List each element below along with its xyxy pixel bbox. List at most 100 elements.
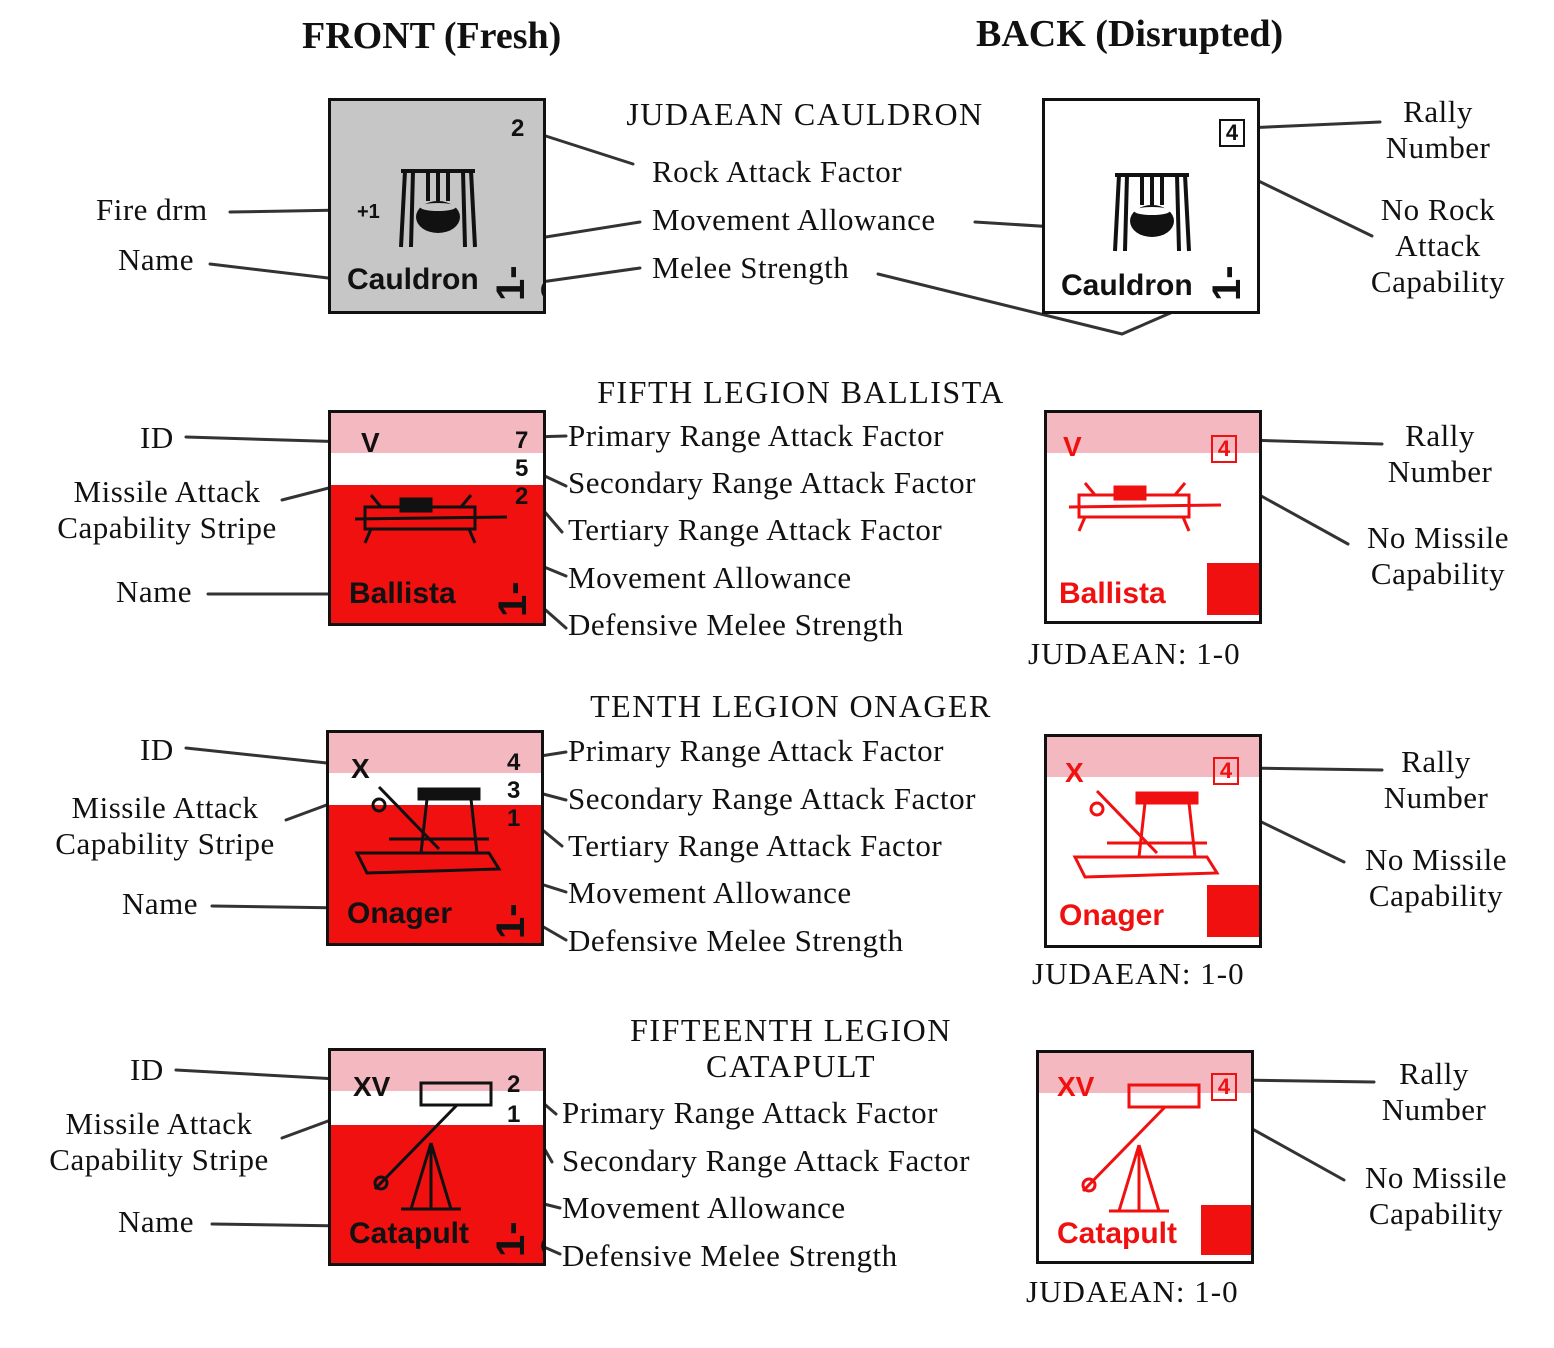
- movement-label: Movement Allowance: [562, 1190, 846, 1225]
- unit-id: XV: [353, 1071, 391, 1102]
- primary-range: 2: [507, 1071, 521, 1098]
- front-header: FRONT (Fresh): [302, 15, 562, 57]
- ballista-front-counter: V 7 5 2 Ballista 1-0: [328, 410, 546, 626]
- label-line: Capability: [1370, 556, 1506, 591]
- cauldron-icon: [1113, 173, 1191, 252]
- unit-id: X: [1065, 757, 1084, 788]
- unit-id: V: [361, 427, 380, 458]
- defensive-melee-label: Defensive Melee Strength: [562, 1238, 898, 1273]
- unit-id: X: [351, 753, 370, 784]
- rock-attack-label: Rock Attack Factor: [652, 154, 903, 189]
- missile-stripe: [331, 413, 543, 453]
- counter-name: Catapult: [349, 1217, 469, 1250]
- counter-factors: 1-0: [491, 581, 543, 617]
- no-rock-label: No Rock Attack Capability: [1358, 192, 1518, 300]
- secondary-range: 3: [507, 777, 521, 804]
- label-line: Rally: [1399, 1056, 1469, 1091]
- title-line: FIFTEENTH LEGION: [630, 1012, 952, 1048]
- stripe-label: Missile Attack Capability Stripe: [40, 474, 294, 546]
- counter-name: Cauldron: [1061, 269, 1193, 302]
- catapult-back-counter: XV 4 Catapult 1-6: [1036, 1050, 1254, 1264]
- rally-number-box: 4: [1211, 1073, 1237, 1101]
- catapult-icon: [373, 1081, 493, 1211]
- judaean-value: JUDAEAN: 1-0: [1032, 956, 1245, 991]
- counter-name: Onager: [347, 897, 453, 930]
- id-label: ID: [130, 1052, 164, 1087]
- onager-back-counter: X 4 Onager 1-5: [1044, 734, 1262, 948]
- missile-stripe: [329, 733, 541, 773]
- ballista-back-counter: V 4 Ballista 1-4: [1044, 410, 1262, 624]
- catapult-front-counter: XV 2 1 Catapult 1-0: [328, 1048, 546, 1266]
- label-line: Capability: [1370, 264, 1506, 299]
- label-line: Number: [1385, 130, 1491, 165]
- no-missile-label: No Missile Capability: [1352, 842, 1520, 914]
- label-line: Capability Stripe: [57, 510, 277, 545]
- label-line: Missile Attack: [65, 1106, 253, 1141]
- label-line: Capability Stripe: [49, 1142, 269, 1177]
- cauldron-title: JUDAEAN CAULDRON: [626, 96, 984, 132]
- defensive-melee-label: Defensive Melee Strength: [568, 923, 904, 958]
- onager-icon: [354, 785, 502, 875]
- label-line: Rally: [1405, 418, 1475, 453]
- counter-factors: 1-0: [489, 1221, 543, 1257]
- label-line: Number: [1383, 780, 1489, 815]
- label-line: Number: [1387, 454, 1493, 489]
- counter-name: Cauldron: [347, 263, 479, 296]
- defensive-melee-label: Defensive Melee Strength: [568, 607, 904, 642]
- missile-stripe-white: [331, 453, 543, 485]
- title-line: CATAPULT: [705, 1048, 877, 1084]
- id-label: ID: [140, 420, 174, 455]
- label-line: Missile Attack: [73, 474, 261, 509]
- ballista-icon: [354, 494, 508, 544]
- melee-label: Melee Strength: [652, 250, 850, 285]
- label-line: Capability: [1368, 1196, 1504, 1231]
- secondary-range-label: Secondary Range Attack Factor: [568, 781, 976, 816]
- judaean-value: JUDAEAN: 1-0: [1028, 636, 1241, 671]
- cauldron-front-counter: 2 +1 Cauldron 1-2: [328, 98, 546, 314]
- counter-name: Ballista: [1059, 577, 1166, 610]
- name-label: Name: [116, 574, 193, 609]
- missile-stripe: [1047, 413, 1259, 453]
- ballista-title: FIFTH LEGION BALLISTA: [597, 374, 1005, 410]
- primary-range-label: Primary Range Attack Factor: [568, 733, 944, 768]
- cauldron-back-counter: 4 Cauldron 1-1: [1042, 98, 1260, 314]
- counter-name: Ballista: [349, 577, 456, 610]
- counter-factors: 1-2: [489, 265, 543, 301]
- catapult-title: FIFTEENTH LEGION CATAPULT: [546, 1012, 1036, 1084]
- movement-label: Movement Allowance: [652, 202, 936, 237]
- no-missile-label: No Missile Capability: [1354, 520, 1522, 592]
- movement-label: Movement Allowance: [568, 560, 852, 595]
- onager-title: TENTH LEGION ONAGER: [590, 688, 992, 724]
- label-line: No Rock: [1380, 192, 1496, 227]
- onager-icon: [1072, 789, 1220, 879]
- stripe-label: Missile Attack Capability Stripe: [32, 1106, 286, 1178]
- counter-name: Catapult: [1057, 1217, 1177, 1250]
- missile-stripe-white: [331, 1091, 543, 1125]
- primary-range-label: Primary Range Attack Factor: [562, 1095, 938, 1130]
- rock-attack-factor: 2: [511, 115, 525, 142]
- stripe-label: Missile Attack Capability Stripe: [38, 790, 292, 862]
- rally-number-box: 4: [1213, 757, 1239, 785]
- movement-label: Movement Allowance: [568, 875, 852, 910]
- name-label: Name: [118, 1204, 195, 1239]
- label-line: Attack: [1395, 228, 1481, 263]
- rally-number-label: Rally Number: [1366, 744, 1506, 816]
- primary-range-label: Primary Range Attack Factor: [568, 418, 944, 453]
- counter-factors: 1-5: [1207, 885, 1259, 937]
- label-line: Rally: [1401, 744, 1471, 779]
- counter-factors: 1-4: [1207, 563, 1259, 615]
- label-line: Capability Stripe: [55, 826, 275, 861]
- tertiary-range-label: Tertiary Range Attack Factor: [568, 828, 943, 863]
- counter-factors: 1-6: [1201, 1205, 1251, 1255]
- counter-name: Onager: [1059, 899, 1165, 932]
- counter-factors: 1-1: [1205, 265, 1257, 301]
- cauldron-icon: [399, 169, 477, 248]
- rally-number-box: 4: [1219, 119, 1245, 147]
- no-missile-label: No Missile Capability: [1352, 1160, 1520, 1232]
- back-header: BACK (Disrupted): [976, 13, 1284, 55]
- tertiary-range: 2: [515, 483, 529, 510]
- secondary-range: 5: [515, 455, 529, 482]
- judaean-value: JUDAEAN: 1-0: [1026, 1274, 1239, 1309]
- label-line: Rally: [1403, 94, 1473, 129]
- label-line: No Missile: [1367, 520, 1509, 555]
